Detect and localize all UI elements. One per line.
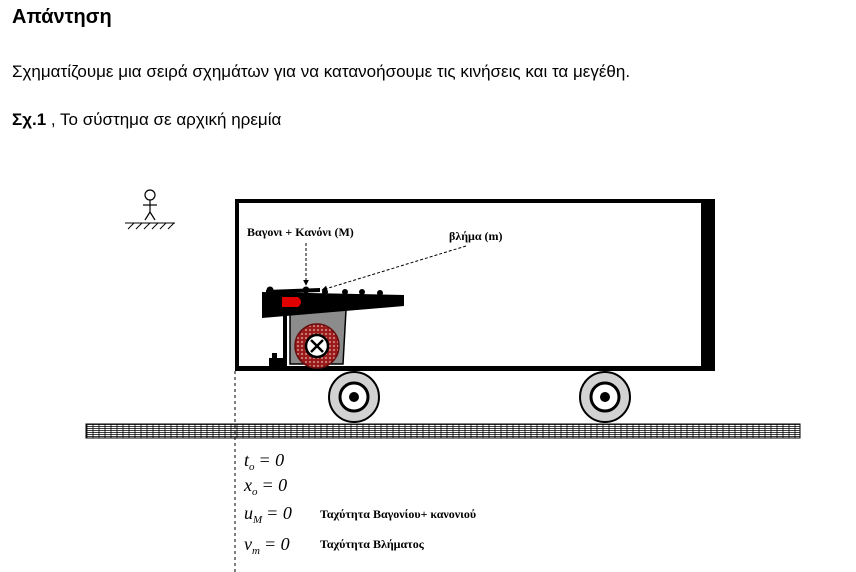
svg-text:uM= 0: uM= 0 [244,503,292,526]
wagon-wheel-left [328,371,380,423]
svg-text:vm= 0: vm = 0 [244,534,290,557]
svg-text:to= 0: to = 0 [244,450,284,473]
cond-u-desc: Ταχύτητα Βαγονίου+ κανονιού [320,507,476,521]
answer-heading: Απάντηση [12,6,112,28]
label-projectile: βλήμα (m) [449,229,503,243]
cond-u-sub: M [252,514,263,526]
cond-x-sub: o [252,486,258,498]
cond-t-var: t [244,450,250,470]
condition-x0: xo = 0 [243,475,287,498]
figure-caption: Σχ.1 , Το σύστημα σε αρχική ηρεμία [12,110,281,130]
cond-x-var: x [243,475,252,495]
cond-u-eq: = 0 [266,503,292,523]
intro-text: Σχηματίζουμε μια σειρά σχημάτων για να κ… [12,62,631,81]
cond-v-eq: = 0 [264,534,290,554]
cond-t-sub: o [249,461,255,473]
arrow-projectile [321,245,467,292]
condition-t0: to = 0 [244,450,284,473]
cond-v-sub: m [252,545,260,557]
observer-figure [143,189,157,221]
condition-uM: uM= 0 Ταχύτητα Βαγονίου+ κανονιού [244,503,476,526]
label-wagon-cannon: Βαγονι + Κανόνι (M) [247,225,354,239]
cond-v-desc: Ταχύτητα Βλήματος [320,537,425,551]
projectile [282,297,301,307]
figure-caption-text: , Το σύστημα σε αρχική ηρεμία [46,110,282,129]
condition-vm: vm = 0 Ταχύτητα Βλήματος [244,534,425,557]
cannon-wheel [294,323,340,369]
cond-u-var: u [244,503,253,523]
observer-ground [125,222,175,230]
cond-v-var: v [244,534,252,554]
cond-x-eq: = 0 [262,475,288,495]
svg-text:xo= 0: xo = 0 [243,475,287,498]
figure-number: Σχ.1 [12,110,47,129]
ground-track [85,423,801,439]
cond-t-eq: = 0 [259,450,285,470]
wagon-wheel-right [579,371,631,423]
